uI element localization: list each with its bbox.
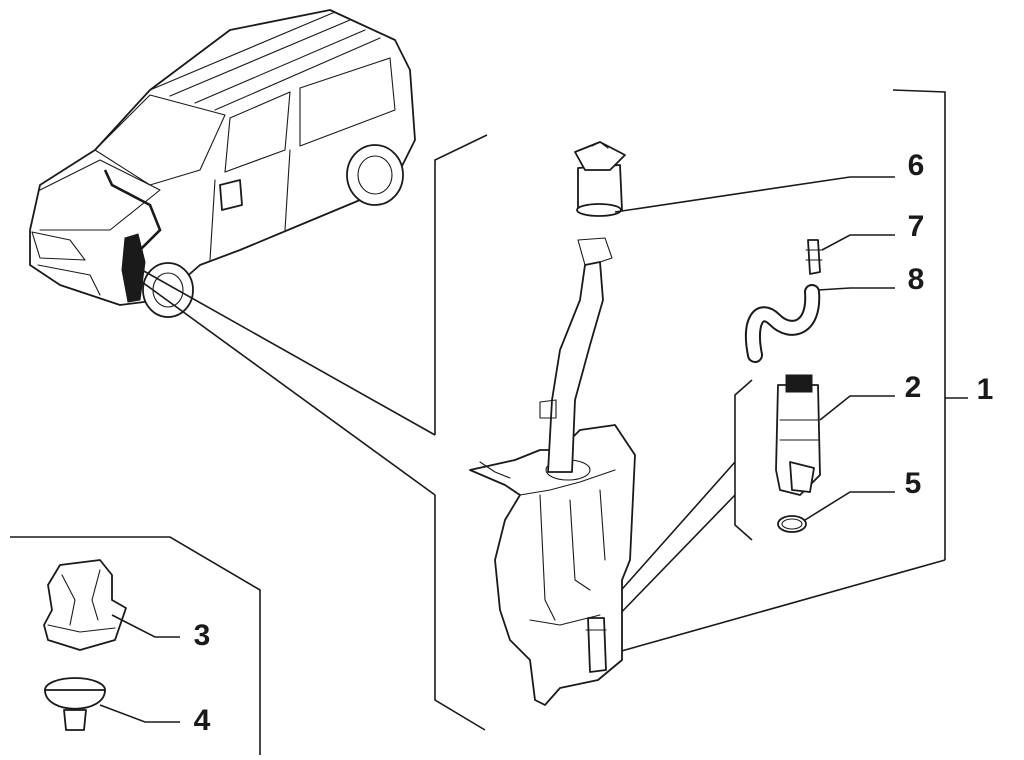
seal-ring: [777, 515, 807, 533]
hose-connector: [805, 239, 823, 275]
group-bracket: [141, 89, 968, 731]
callout-4: 4: [194, 704, 211, 737]
callout-3: 3: [194, 619, 211, 652]
callout-1: 1: [977, 373, 994, 406]
washer-hose: [744, 284, 821, 363]
washer-pump: [775, 374, 821, 496]
callout-labels: 1 2 3 4 5 6 7 8: [194, 149, 994, 737]
callout-6: 6: [908, 149, 925, 182]
callout-7: 7: [908, 210, 925, 243]
vehicle-illustration: [29, 9, 416, 318]
filler-cap: [574, 141, 626, 217]
callout-5: 5: [905, 467, 922, 500]
fixings-inset: [10, 536, 261, 755]
callout-8: 8: [908, 263, 925, 296]
washer-reservoir: [469, 237, 636, 706]
callout-2: 2: [905, 371, 922, 404]
callout-leaders: [614, 176, 895, 521]
